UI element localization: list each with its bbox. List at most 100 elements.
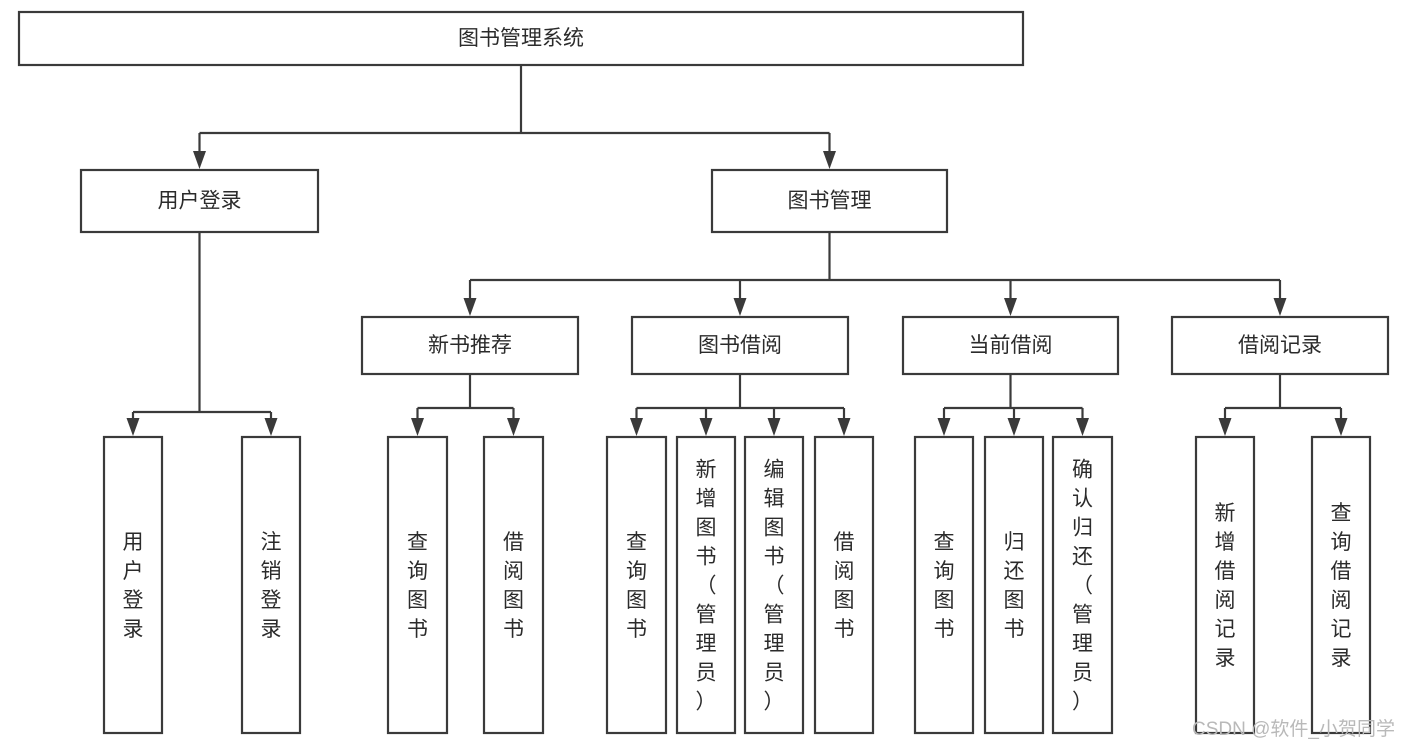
svg-text:借: 借	[1215, 560, 1236, 583]
svg-text:阅: 阅	[834, 560, 855, 583]
node-label: 用户登录	[158, 190, 242, 213]
connector-group-root	[193, 65, 836, 169]
node-root[interactable]: 图书管理系统	[17, 10, 1025, 67]
svg-text:借: 借	[834, 531, 855, 554]
svg-text:询: 询	[626, 560, 647, 583]
svg-text:理: 理	[764, 633, 785, 656]
svg-text:阅: 阅	[1215, 589, 1236, 612]
node-box[interactable]	[17, 10, 1025, 67]
arrow-head-icon	[1076, 418, 1089, 436]
node-l2-2[interactable]: 图书管理	[710, 168, 949, 234]
node-label: 图书管理	[788, 190, 872, 213]
node-box[interactable]	[913, 435, 975, 735]
node-box[interactable]	[901, 315, 1120, 376]
node-label: 借阅记录	[1238, 334, 1322, 357]
svg-text:书: 书	[1004, 618, 1025, 641]
svg-text:增: 增	[1215, 531, 1236, 554]
arrow-head-icon	[837, 418, 851, 436]
svg-text:查: 查	[934, 531, 955, 554]
node-box[interactable]	[710, 168, 949, 234]
node-box[interactable]	[675, 435, 737, 735]
connector-group-l2-2	[463, 232, 1287, 316]
svg-text:图: 图	[834, 589, 855, 612]
arrow-head-icon	[1273, 298, 1287, 316]
node-box[interactable]	[1170, 315, 1390, 376]
arrow-head-icon	[126, 418, 140, 436]
arrow-head-icon	[1218, 418, 1232, 436]
svg-text:还: 还	[1004, 560, 1025, 583]
arrow-head-icon	[463, 298, 477, 316]
arrow-head-icon	[507, 418, 520, 436]
node-l3-1[interactable]: 新书推荐	[360, 315, 580, 376]
svg-text:记: 记	[1215, 618, 1236, 641]
svg-text:户: 户	[123, 560, 144, 583]
svg-text:注: 注	[261, 531, 282, 554]
node-l3-3[interactable]: 当前借阅	[901, 315, 1120, 376]
node-box[interactable]	[630, 315, 850, 376]
node-l3-4[interactable]: 借阅记录	[1170, 315, 1390, 376]
node-label: 图书管理系统	[458, 27, 584, 50]
svg-text:录: 录	[1331, 647, 1352, 670]
svg-text:图: 图	[764, 517, 785, 540]
node-l2-1[interactable]: 用户登录	[79, 168, 320, 234]
node-box[interactable]	[79, 168, 320, 234]
connector-group-l3-2	[630, 374, 851, 436]
svg-text:（: （	[764, 575, 785, 598]
svg-text:用: 用	[123, 531, 144, 554]
arrow-head-icon	[937, 418, 951, 436]
svg-text:书: 书	[764, 546, 785, 569]
node-box[interactable]	[1194, 435, 1256, 735]
node-box[interactable]	[482, 435, 545, 735]
svg-text:销: 销	[261, 560, 282, 583]
svg-text:书: 书	[934, 618, 955, 641]
svg-text:员: 员	[1072, 662, 1093, 685]
node-layer: 图书管理系统用户登录图书管理新书推荐图书借阅当前借阅借阅记录用户登录注销登录查询…	[17, 10, 1390, 735]
node-box[interactable]	[1310, 435, 1372, 735]
node-box[interactable]	[386, 435, 449, 735]
node-label: 用户登录	[123, 531, 144, 641]
svg-text:图: 图	[696, 517, 717, 540]
svg-text:还: 还	[1072, 546, 1093, 569]
svg-text:书: 书	[503, 618, 524, 641]
node-leaf-1[interactable]: 用户登录	[102, 435, 164, 735]
svg-text:理: 理	[696, 633, 717, 656]
node-box[interactable]	[983, 435, 1045, 735]
node-box[interactable]	[605, 435, 668, 735]
node-box[interactable]	[240, 435, 302, 735]
svg-text:图: 图	[626, 589, 647, 612]
svg-text:员: 员	[696, 662, 717, 685]
svg-text:）: ）	[1072, 691, 1093, 714]
arrow-head-icon	[699, 418, 713, 436]
node-box[interactable]	[813, 435, 875, 735]
node-box[interactable]	[743, 435, 805, 735]
arrow-head-icon	[733, 298, 747, 316]
node-box[interactable]	[1051, 435, 1114, 735]
node-box[interactable]	[102, 435, 164, 735]
svg-text:新: 新	[696, 459, 717, 482]
node-l3-2[interactable]: 图书借阅	[630, 315, 850, 376]
arrow-head-icon	[767, 418, 781, 436]
arrow-head-icon	[1334, 418, 1348, 436]
node-box[interactable]	[360, 315, 580, 376]
svg-text:阅: 阅	[503, 560, 524, 583]
svg-text:（: （	[1072, 575, 1093, 598]
arrow-head-icon	[411, 418, 424, 436]
svg-text:查: 查	[1331, 502, 1352, 525]
